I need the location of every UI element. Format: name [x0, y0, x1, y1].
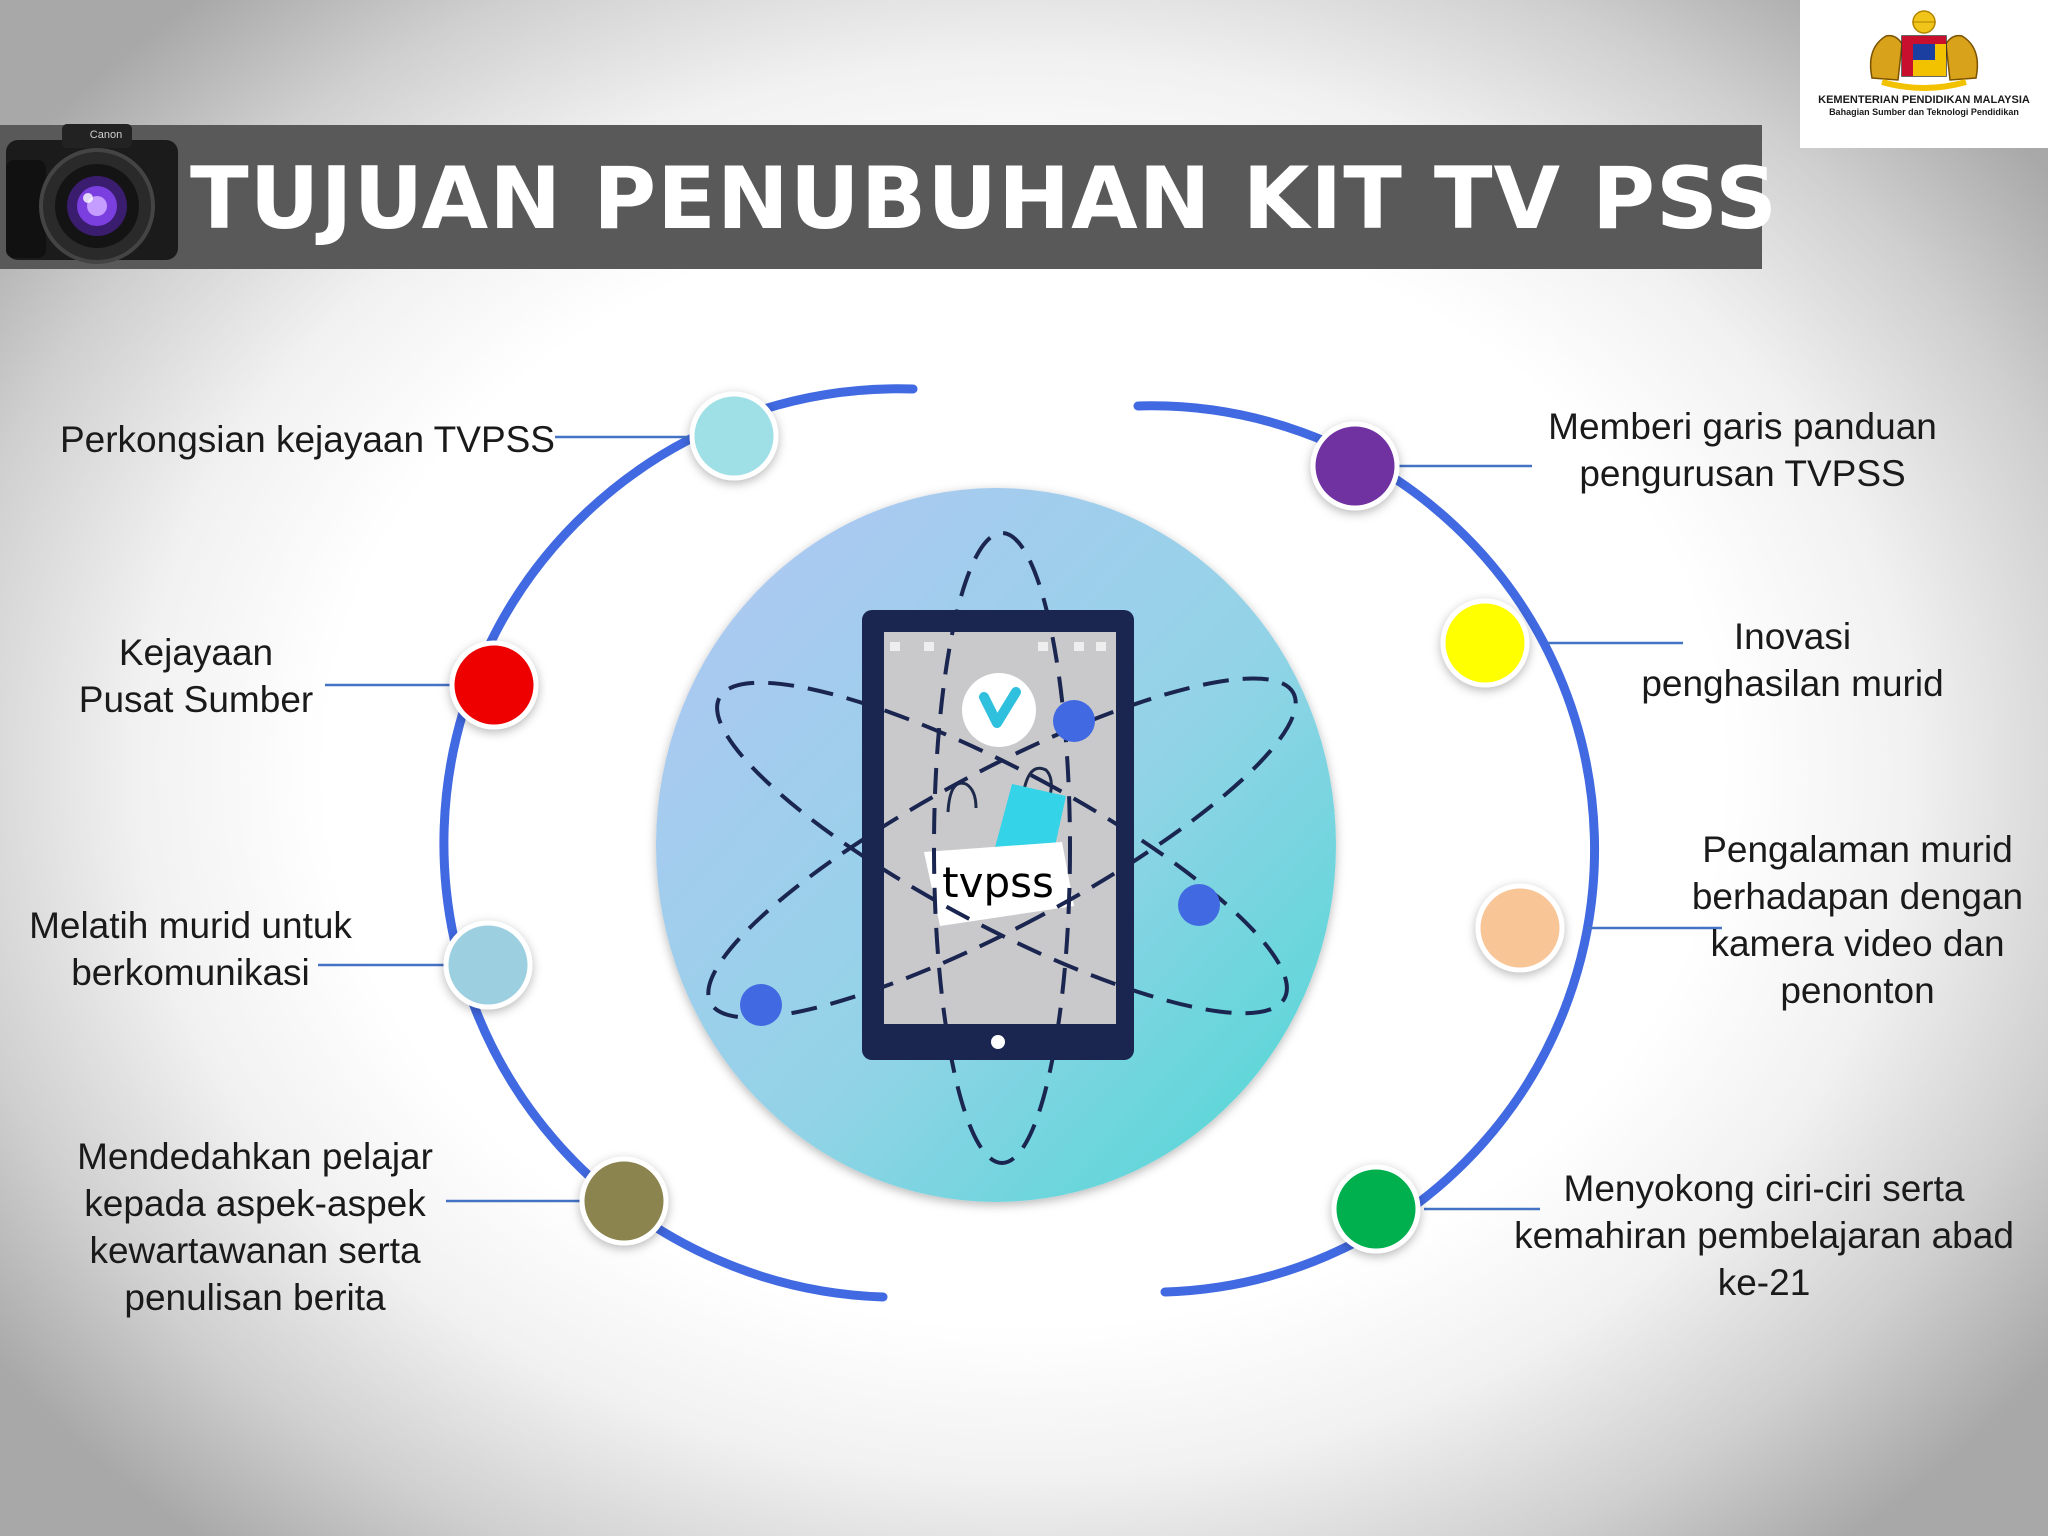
orbit-dot	[1053, 700, 1095, 742]
goal-circle-inovasi	[1440, 598, 1530, 688]
goal-circle-perkongsian	[689, 391, 779, 481]
goal-label-perkongsian: Perkongsian kejayaan TVPSS	[59, 419, 555, 460]
goal-label-kewartawanan: Mendedahkan pelajar kepada aspek-aspek k…	[77, 1136, 433, 1318]
goal-label-abad-21: Menyokong ciri-ciri serta kemahiran pemb…	[1514, 1168, 2014, 1303]
orbit-dot	[740, 984, 782, 1026]
goal-circle-pusat-sumber	[449, 640, 539, 730]
atom-orbit-icon	[706, 531, 1298, 1165]
goal-label-pengalaman: Pengalaman murid berhadapan dengan kamer…	[1691, 829, 2024, 1011]
goal-label-inovasi: Inovasi penghasilan murid	[1641, 616, 1944, 704]
camera-icon: Canon	[6, 124, 178, 264]
title-bar	[0, 125, 1762, 269]
goal-circle-pengalaman	[1475, 883, 1565, 973]
goal-circle-kewartawanan	[579, 1156, 669, 1246]
goal-circle-abad-21	[1331, 1164, 1421, 1254]
goal-circle-berkomunikasi	[443, 920, 533, 1010]
goal-label-garis-panduan: Memberi garis panduan pengurusan TVPSS	[1548, 406, 1937, 494]
goal-circle-garis-panduan	[1310, 421, 1400, 511]
tvpss-wordmark: tvpss	[942, 858, 1054, 907]
camera-brand-text: Canon	[90, 129, 122, 141]
page-title: TUJUAN PENUBUHAN KIT TV PSS	[190, 149, 1779, 249]
v-logo-icon	[962, 673, 1036, 747]
goal-label-berkomunikasi: Melatih murid untuk berkomunikasi	[29, 905, 352, 993]
malaysia-coat-of-arms-icon	[1869, 10, 1979, 91]
orbit-dot	[1178, 884, 1220, 926]
shopping-bag-icon	[924, 766, 1074, 926]
ministry-name: KEMENTERIAN PENDIDIKAN MALAYSIA	[1818, 94, 2030, 106]
goal-label-pusat-sumber: Kejayaan Pusat Sumber	[78, 632, 314, 720]
connectors	[318, 435, 1722, 1211]
ministry-division: Bahagian Sumber dan Teknologi Pendidikan	[1829, 107, 2019, 117]
